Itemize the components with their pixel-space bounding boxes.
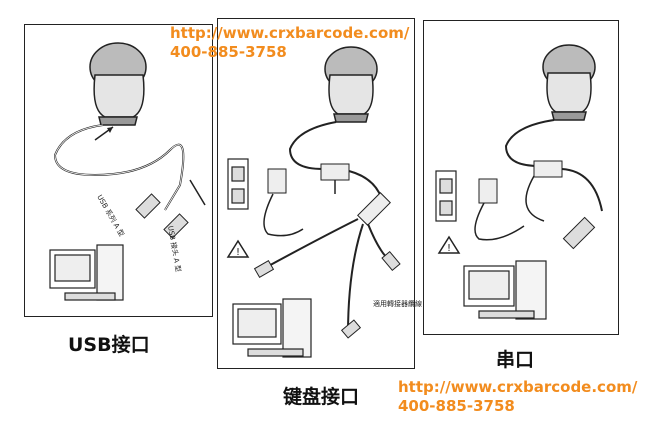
power-outlet-icon [227, 158, 249, 210]
watermark-url: http://www.crxbarcode.com/ [170, 24, 410, 42]
scanner-cable [504, 119, 555, 167]
serial-connector [562, 216, 596, 250]
scanner-icon [324, 46, 378, 123]
usb-caption: USB接口 [68, 334, 150, 356]
watermark-url: http://www.crxbarcode.com/ [398, 378, 638, 396]
junction-box [533, 160, 563, 178]
usb-interface-panel: USB 系列 A 型 USB 接头 A 型 [24, 24, 213, 317]
serial-interface-panel: ! [423, 20, 619, 335]
serial-connection-illustration: ! [435, 44, 603, 320]
usb-plug [135, 193, 161, 219]
usb-connection-illustration [49, 42, 206, 301]
svg-text:!: ! [236, 247, 240, 258]
svg-text:!: ! [447, 243, 451, 254]
keyboard-adapter [357, 192, 391, 226]
keyboard-interface-panel: ! 適用轉接器纜線 [217, 18, 422, 369]
power-adapter-icon [267, 168, 287, 194]
scanner-icon [542, 44, 596, 121]
warning-icon [226, 239, 250, 258]
keyboard-caption: 键盘接口 [283, 386, 360, 408]
scanner-icon [89, 42, 147, 126]
junction-box [320, 163, 350, 181]
keyboard-connection-illustration: ! [226, 46, 401, 358]
usb-cable [53, 124, 185, 211]
warning-icon [437, 235, 461, 254]
computer-icon [49, 244, 124, 301]
computer-icon [232, 298, 312, 358]
adapter-cable-label: 適用轉接器纜線 [373, 300, 422, 308]
power-adapter-icon [478, 178, 498, 204]
watermark-phone: 400-885-3758 [398, 397, 515, 415]
scanner-cable [288, 121, 338, 170]
watermark-bottom: http://www.crxbarcode.com/ 400-885-3758 [398, 378, 637, 416]
serial-caption: 串口 [496, 349, 535, 371]
watermark-top: http://www.crxbarcode.com/ 400-885-3758 [170, 24, 409, 62]
watermark-phone: 400-885-3758 [170, 43, 287, 61]
computer-icon [463, 260, 547, 320]
power-outlet-icon [435, 170, 457, 222]
